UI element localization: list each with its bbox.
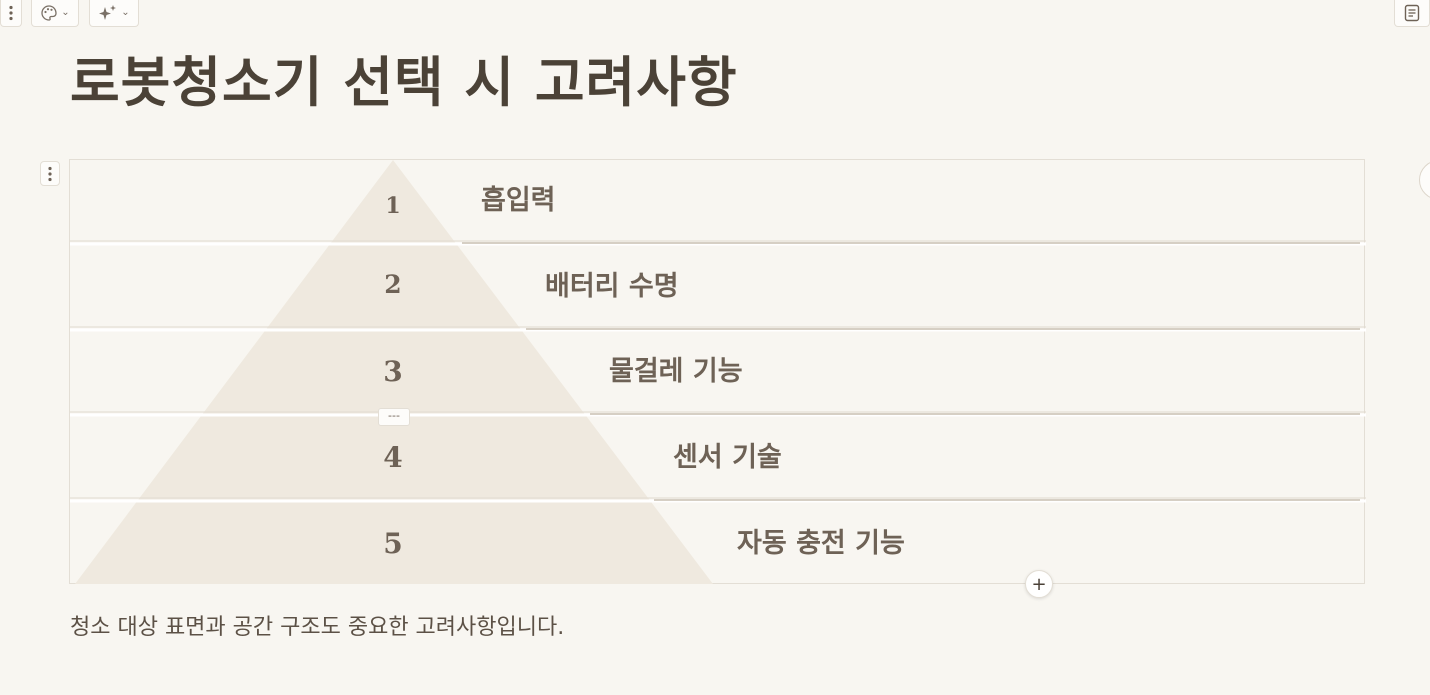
palette-icon <box>41 5 57 21</box>
chevron-down-icon: ⌄ <box>61 7 70 18</box>
pyramid-level-3[interactable]: 3 물걸레 기능 <box>70 330 1364 412</box>
vertical-dots-icon <box>9 5 13 21</box>
pyramid-level-5[interactable]: 5 자동 충전 기능 <box>70 502 1364 584</box>
page-info-button[interactable] <box>1394 0 1430 27</box>
side-panel-toggle[interactable] <box>1419 160 1430 200</box>
body-paragraph[interactable]: 청소 대상 표면과 공간 구조도 중요한 고려사항입니다. <box>70 615 565 640</box>
level-number: 2 <box>384 270 402 299</box>
level-number: 5 <box>383 527 403 560</box>
level-label: 물걸레 기능 <box>609 356 743 387</box>
level-number: 1 <box>385 193 401 219</box>
level-number: 3 <box>383 355 403 388</box>
pyramid-level-1[interactable]: 1 흡입력 <box>70 160 1364 242</box>
top-toolbar: ⌄ ⌄ <box>0 0 1430 30</box>
add-level-button[interactable]: + <box>1025 570 1053 598</box>
level-label: 자동 충전 기능 <box>737 528 905 559</box>
level-label: 배터리 수명 <box>545 271 679 302</box>
page-title[interactable]: 로봇청소기 선택 시 고려사항 <box>70 51 738 114</box>
level-resize-handle[interactable]: --- <box>378 408 410 426</box>
level-number: 4 <box>383 441 403 474</box>
level-label: 흡입력 <box>481 185 556 216</box>
ai-button[interactable]: ⌄ <box>89 0 139 27</box>
chevron-down-icon: ⌄ <box>121 7 130 18</box>
plus-icon: + <box>1031 573 1047 595</box>
theme-button[interactable]: ⌄ <box>31 0 79 27</box>
block-drag-handle[interactable] <box>40 161 60 186</box>
more-options-button[interactable] <box>0 0 22 27</box>
level-label: 센서 기술 <box>673 442 782 473</box>
pyramid-level-4[interactable]: 4 센서 기술 <box>70 416 1364 498</box>
sparkles-icon <box>99 5 117 20</box>
document-icon <box>1404 4 1420 22</box>
pyramid-shape <box>70 160 1366 584</box>
pyramid-diagram: 1 흡입력 2 배터리 수명 3 물걸레 기능 4 센서 기술 5 자동 충전 … <box>69 159 1366 598</box>
vertical-dots-icon <box>48 166 52 181</box>
pyramid-level-2[interactable]: 2 배터리 수명 <box>70 245 1364 327</box>
